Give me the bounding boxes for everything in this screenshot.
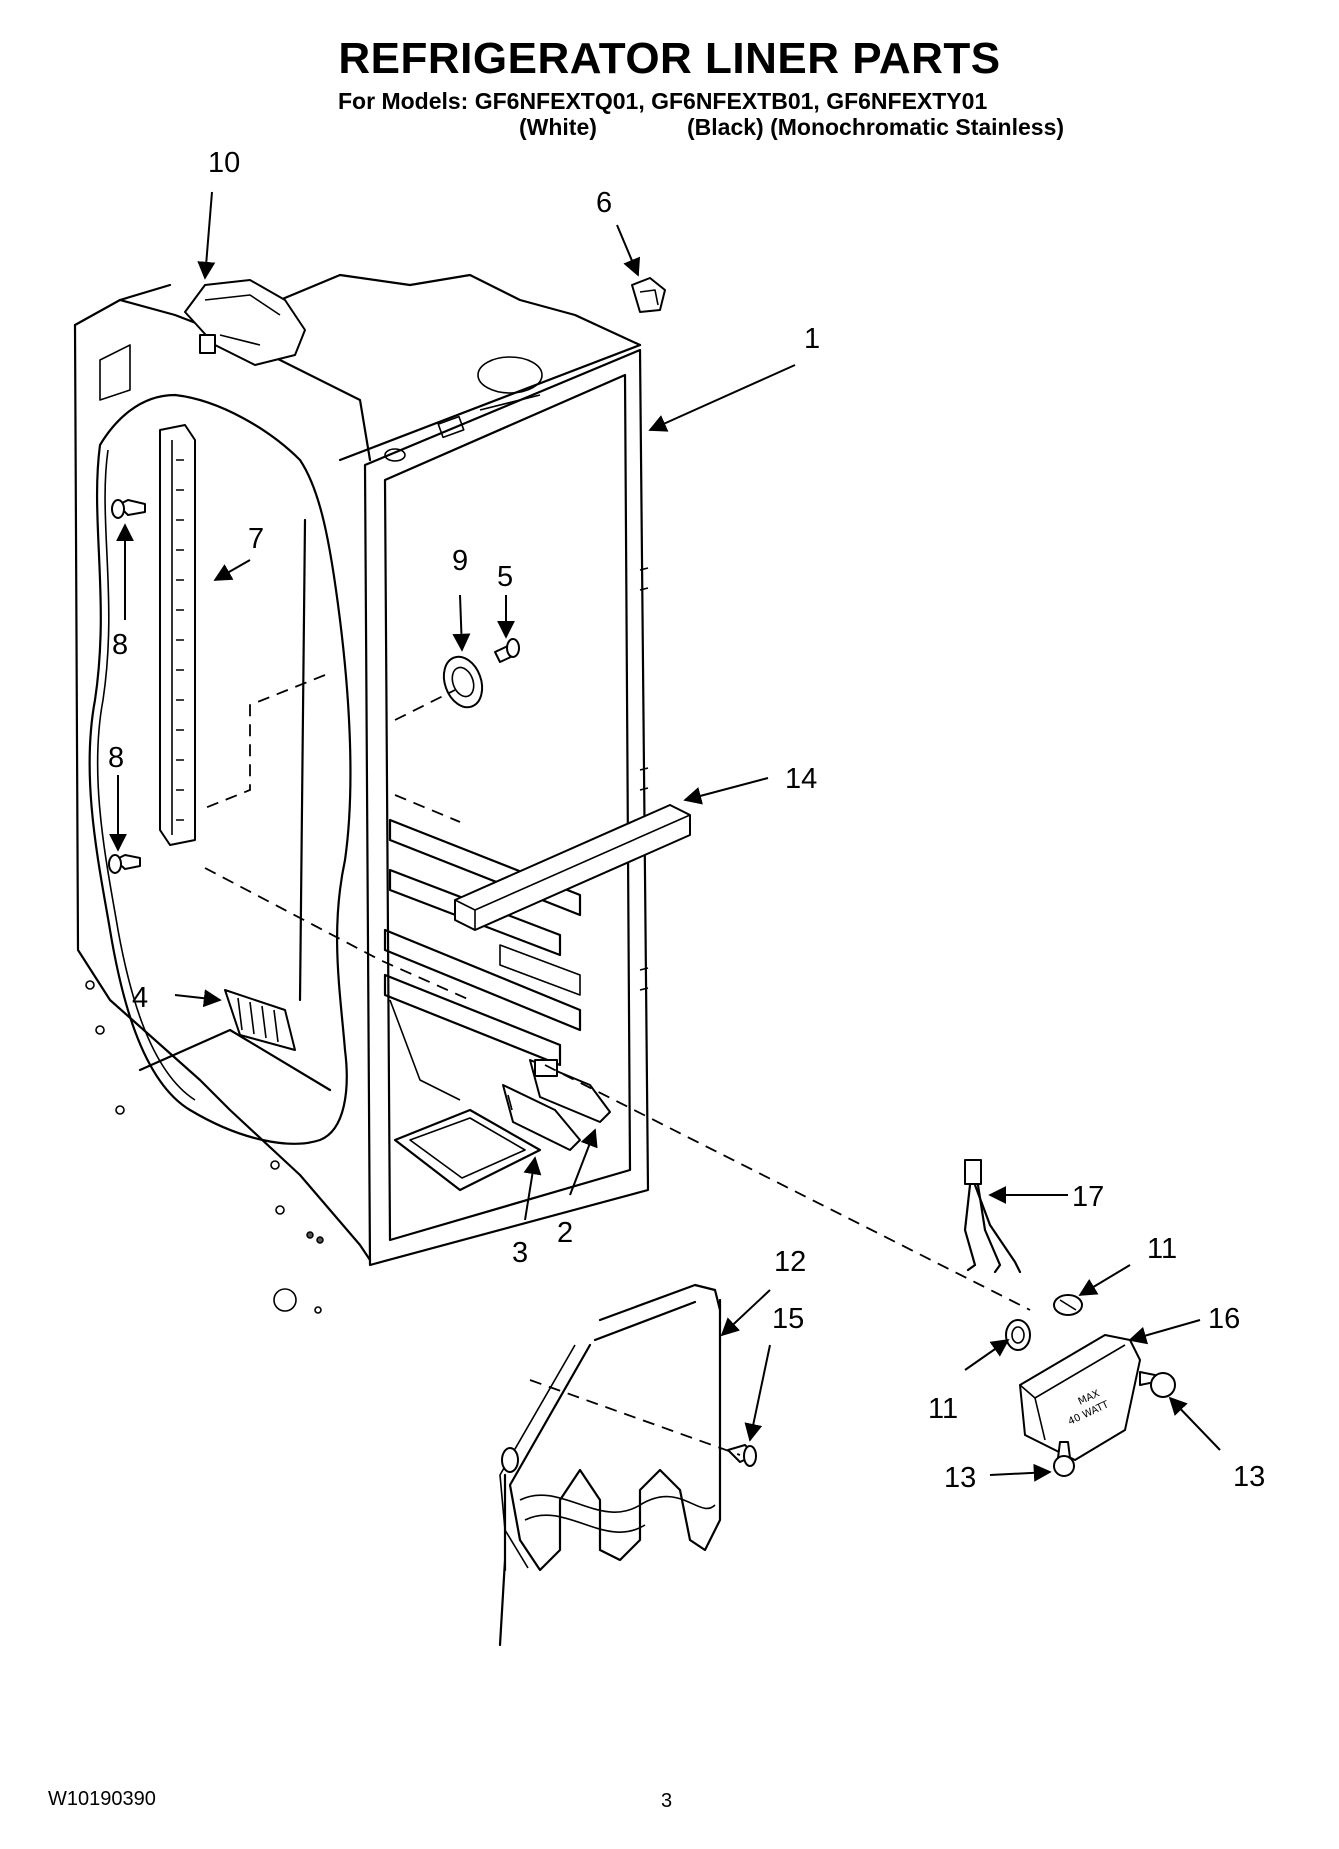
part-2-bracket [529, 1059, 611, 1123]
callout-13-left: 13 [944, 1462, 976, 1494]
callout-10: 10 [208, 147, 240, 179]
page-title: REFRIGERATOR LINER PARTS [338, 34, 1001, 83]
callout-6: 6 [596, 187, 612, 219]
models-line: For Models: GF6NFEXTQ01, GF6NFEXTB01, GF… [338, 88, 988, 114]
callout-1: 1 [804, 323, 820, 355]
part-5-screw [494, 638, 520, 663]
callout-numbers: 10 6 1 7 8 8 9 5 14 4 2 3 12 15 17 11 11… [108, 147, 1265, 1494]
leader-arrows [109, 191, 1221, 1482]
part-10-housing [184, 279, 306, 366]
callout-8-lower: 8 [108, 742, 124, 774]
callout-11-lower: 11 [928, 1393, 958, 1425]
part-11-clip-lower [1005, 1319, 1031, 1351]
part-8-screw-bottom [108, 854, 141, 874]
variant-black-stainless-label: (Black) (Monochromatic Stainless) [687, 114, 1065, 140]
part-12-evaporator-coil [498, 1283, 722, 1647]
part-17-wire-harness [963, 1159, 1022, 1274]
callout-3: 3 [512, 1237, 528, 1269]
callout-16: 16 [1208, 1303, 1240, 1335]
part-16-bulb-housing: MAX 40 WATT [1019, 1334, 1141, 1461]
callout-5: 5 [497, 561, 513, 593]
callout-14: 14 [785, 763, 817, 795]
callout-2: 2 [557, 1217, 573, 1249]
part-4-vent [224, 989, 296, 1051]
callout-12: 12 [774, 1246, 806, 1278]
callout-4: 4 [132, 982, 148, 1014]
callout-7: 7 [248, 523, 264, 555]
part-8-screw-top [111, 499, 146, 519]
part-14-crossrail [454, 804, 691, 931]
callout-8-upper: 8 [112, 629, 128, 661]
part-13-pin-right [1139, 1371, 1176, 1398]
callout-9: 9 [452, 545, 468, 577]
rail-slots [176, 459, 184, 821]
part-3-bracket [502, 1084, 581, 1151]
part-7-rail [159, 424, 196, 846]
part-13-pin-bottom [1053, 1441, 1075, 1477]
callout-17: 17 [1072, 1181, 1104, 1213]
part-11-clip-upper [1053, 1294, 1083, 1316]
part-15-screw [727, 1444, 757, 1467]
page-number: 3 [661, 1790, 673, 1812]
variant-white-label: (White) [519, 114, 597, 140]
assembly-lines [199, 674, 1031, 1456]
document-number: W10190390 [48, 1788, 156, 1810]
callout-15: 15 [772, 1303, 804, 1335]
callout-13-right: 13 [1233, 1461, 1265, 1493]
callout-11-upper: 11 [1147, 1233, 1177, 1265]
part-6-clip [631, 277, 666, 313]
part-9-socket [442, 655, 484, 709]
